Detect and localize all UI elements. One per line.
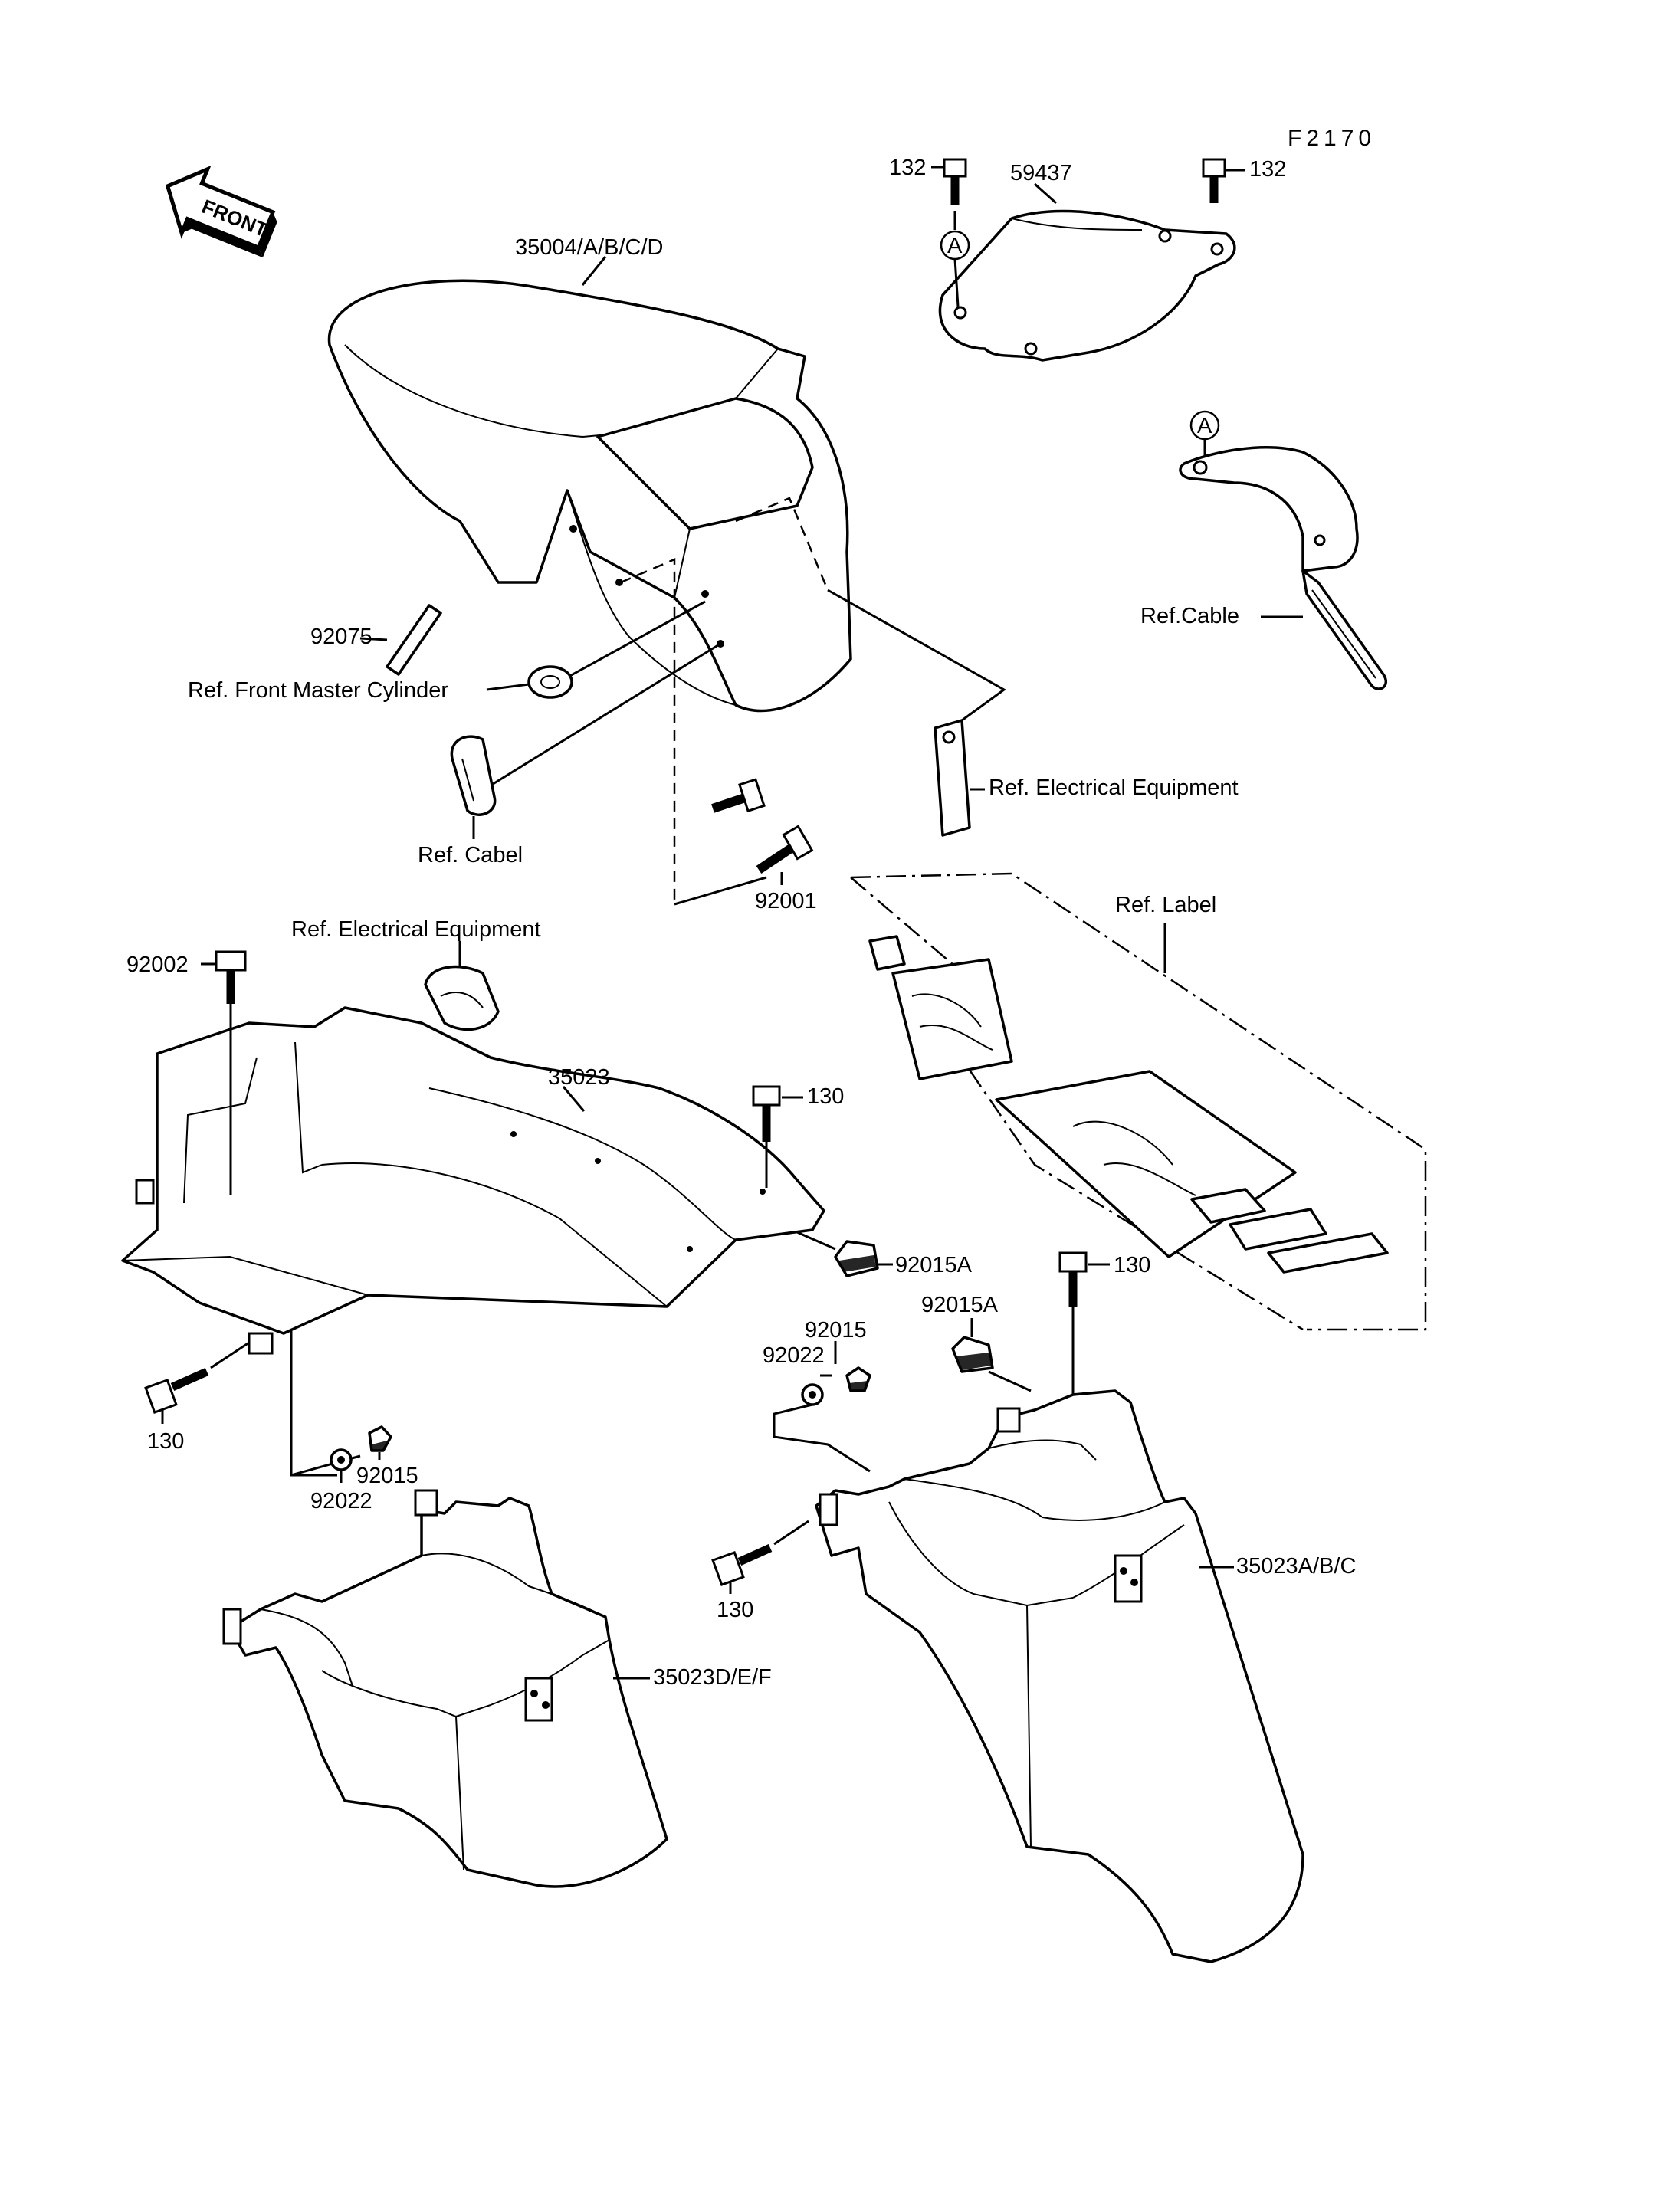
label-130-a: 130 [807,1084,844,1109]
label-59437: 59437 [1010,161,1072,185]
clip-92015a-a [834,1240,879,1277]
label-35023def: 35023D/E/F [653,1665,772,1690]
cover-59437 [938,209,1236,362]
label-92022-a: 92022 [763,1343,825,1368]
bolt-92001-lower [756,825,814,874]
cable-grommet [450,735,497,816]
label-130-b: 130 [1114,1253,1150,1277]
bolt-130-b [1058,1251,1088,1307]
label-92002: 92002 [126,953,189,977]
marker-a-2-label: A [1197,414,1212,438]
bolt-92001-upper [711,778,766,813]
bolt-130-a [752,1085,781,1142]
label-92015a-a: 92015A [895,1253,973,1277]
front-arrow-icon: FRONT [165,166,277,258]
diagram-code: F2170 [1288,126,1376,151]
label-132-left: 132 [889,156,926,180]
label-92015-a: 92015 [805,1318,867,1343]
label-130-c: 130 [147,1429,184,1454]
label-35023abc: 35023A/B/C [1236,1554,1356,1579]
label-ref-cable: Ref.Cable [1140,604,1239,628]
bolt-130-c [144,1367,209,1415]
label-ref-cabel: Ref. Cabel [418,843,523,867]
nut-92015-a [845,1366,871,1392]
label-132-right: 132 [1249,157,1286,182]
label-92075: 92075 [310,625,372,649]
reflector-92075 [386,604,442,676]
label-35004: 35004/A/B/C/D [515,235,663,260]
label-92015a-b: 92015A [921,1293,999,1317]
bolt-132-left [943,158,967,205]
electrical-equipment-clamp [424,965,500,1031]
cable-bracket [1179,446,1388,690]
bolt-130-d [711,1543,773,1587]
label-92015-b: 92015 [356,1464,418,1488]
rear-fender-35023def [222,1489,668,1888]
front-master-cylinder-clamp [527,665,573,699]
label-ref-electrical-equipment-2: Ref. Electrical Equipment [291,917,541,942]
label-ref-front-master-cylinder: Ref. Front Master Cylinder [188,678,448,703]
label-ref-label: Ref. Label [1115,893,1216,917]
label-130-d: 130 [717,1598,753,1622]
rear-fender-35023abc [815,1389,1304,1963]
label-92001: 92001 [755,889,817,913]
bolt-132-right [1202,158,1226,203]
rear-inner-fender-35023 [121,1006,825,1355]
label-35023: 35023 [548,1065,610,1090]
front-fender-35004 [327,279,852,713]
label-ref-electrical-equipment-1: Ref. Electrical Equipment [989,776,1239,800]
bolt-92002 [215,950,247,1004]
marker-a-1-label: A [947,234,963,258]
label-92022-b: 92022 [310,1489,372,1513]
electrical-equipment-strap [934,719,971,837]
clip-92015a-b [951,1336,994,1373]
nut-92015-b [368,1425,392,1452]
label-decals [868,935,1389,1274]
